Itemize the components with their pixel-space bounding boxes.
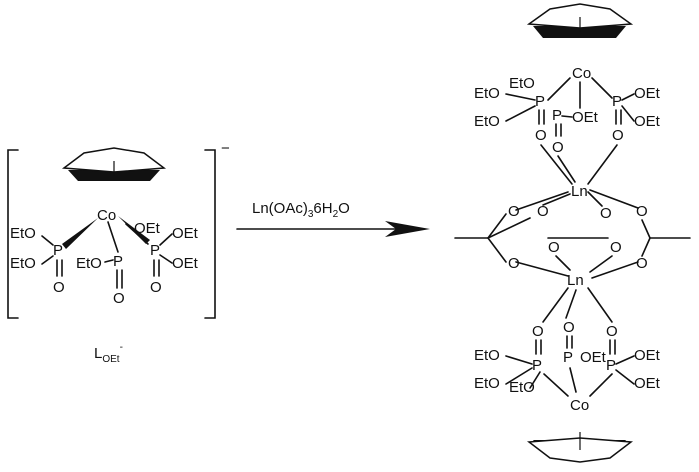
- acetate-oxygen-2: O: [508, 255, 520, 272]
- ethoxy-bottom-5: OEt: [634, 347, 661, 364]
- lanthanide-top: Ln: [571, 183, 588, 200]
- ligand-anion: − Co P EtO EtO O P EtO O P OEt OEt: [7, 140, 230, 365]
- cyclopentadienyl-ring-left: [61, 147, 167, 181]
- reagent-label: Ln(OAc)36H2O: [252, 200, 350, 220]
- ethoxy-bottom-3: EtO: [509, 379, 535, 396]
- ethoxy-top-5: OEt: [634, 85, 661, 102]
- ethoxy-bottom-1: EtO: [474, 347, 500, 364]
- phosphorus-top-middle: P: [552, 107, 562, 124]
- reaction-arrow: Ln(OAc)36H2O: [236, 200, 430, 237]
- phosphorus-bottom-right: P: [606, 357, 616, 374]
- acetate-oxygen-7: O: [636, 203, 648, 220]
- ethoxy-bottom-2: EtO: [474, 375, 500, 392]
- oxo-left: O: [53, 279, 65, 296]
- ethoxy-top-3: EtO: [474, 113, 500, 130]
- cyclopentadienyl-ring-bottom: [526, 432, 634, 463]
- lanthanide-bottom: Ln: [567, 272, 584, 289]
- phosphorus-middle: P: [113, 253, 123, 270]
- acetate-oxygen-5: O: [600, 205, 612, 222]
- acetate-oxygen-4: O: [548, 239, 560, 256]
- oxo-middle: O: [113, 290, 125, 307]
- right-bracket: [204, 149, 216, 319]
- oxo-top-right: O: [612, 127, 624, 144]
- oxo-bottom-middle: O: [563, 319, 575, 336]
- ligand-label: LOEt-: [94, 342, 123, 365]
- acetate-bridge: O O O O O O O O: [454, 189, 691, 279]
- oxo-bottom-left: O: [532, 323, 544, 340]
- oxo-top-left: O: [535, 127, 547, 144]
- phosphorus-top-right: P: [612, 93, 622, 110]
- left-bracket: [7, 149, 19, 319]
- phosphorus-right: P: [150, 242, 160, 259]
- ethoxy-middle: EtO: [76, 255, 102, 272]
- ethoxy-bottom-6: OEt: [634, 375, 661, 392]
- ethoxy-top-4: OEt: [572, 109, 599, 126]
- ethoxy-left-1: EtO: [10, 225, 36, 242]
- phosphorus-top-left: P: [535, 93, 545, 110]
- phosphorus-bottom-left: P: [532, 357, 542, 374]
- ethoxy-bottom-4: OEt: [580, 349, 607, 366]
- oxo-top-middle: O: [552, 139, 564, 156]
- acetate-oxygen-8: O: [636, 255, 648, 272]
- anion-charge: −: [221, 140, 230, 157]
- acetate-oxygen-3: O: [537, 203, 549, 220]
- wedge-bond: [62, 218, 98, 249]
- oxo-right: O: [150, 279, 162, 296]
- ethoxy-right-3: OEt: [172, 255, 199, 272]
- ethoxy-top-1: EtO: [509, 75, 535, 92]
- phosphorus-left: P: [53, 242, 63, 259]
- cobalt-atom: Co: [97, 207, 116, 224]
- cyclopentadienyl-ring-top: [526, 3, 634, 38]
- dinuclear-product: Co P EtO EtO EtO O P OEt O P OEt OEt O L…: [454, 3, 691, 463]
- acetate-oxygen-1: O: [508, 203, 520, 220]
- phosphorus-bottom-middle: P: [563, 349, 573, 366]
- cobalt-bottom: Co: [570, 397, 589, 414]
- ethoxy-right-1: OEt: [134, 220, 161, 237]
- ethoxy-top-2: EtO: [474, 85, 500, 102]
- oxo-bottom-right: O: [606, 323, 618, 340]
- cobalt-top: Co: [572, 65, 591, 82]
- ethoxy-top-6: OEt: [634, 113, 661, 130]
- acetate-oxygen-6: O: [610, 239, 622, 256]
- ethoxy-left-2: EtO: [10, 255, 36, 272]
- ethoxy-right-2: OEt: [172, 225, 199, 242]
